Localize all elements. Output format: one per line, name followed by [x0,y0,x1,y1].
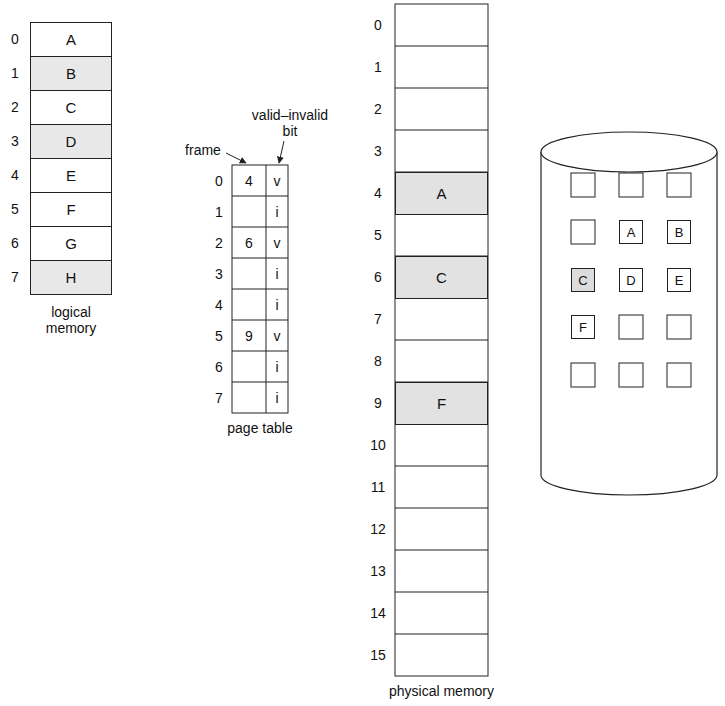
frame-index: 1 [374,59,382,75]
page-letter: E [675,273,684,288]
frame-index: 12 [370,521,386,537]
valid-bit: i [275,296,278,312]
table-index: 4 [215,296,223,312]
bit-pointer [279,141,284,163]
table-index: 6 [215,358,223,374]
frame-index: 0 [374,17,382,33]
page-letter: E [66,167,76,184]
page-letter: C [578,273,587,288]
caption-label: page table [227,420,292,436]
page-number: 0 [11,31,19,47]
table-index: 7 [215,389,223,405]
page-letter: B [675,225,684,240]
page-letter: A [66,31,76,48]
valid-bit: v [274,234,281,250]
page-number: 4 [11,167,19,183]
page-table-grid [232,165,288,413]
frame-index: 2 [374,101,382,117]
disk-page: E [667,268,691,292]
valid-bit: i [275,389,278,405]
frame-index: 5 [374,227,382,243]
page-letter: C [66,99,77,116]
logical-page: H [30,260,112,295]
physical-memory-frames [395,4,488,676]
page-number: 2 [11,99,19,115]
logical-page: B [30,56,112,91]
frame-index: 7 [374,311,382,327]
page-number: 5 [11,201,19,217]
frame-index: 10 [370,437,386,453]
disk-page: B [667,220,691,244]
valid-bit: i [275,358,278,374]
page-letter: F [66,201,75,218]
disk-page: F [571,315,595,339]
valid-bit: v [274,327,281,343]
page-letter: D [66,133,77,150]
page-letter: D [626,273,635,288]
page-letter: H [66,269,77,286]
page-letter: F [437,395,446,412]
frame-index: 14 [370,605,386,621]
frame-index: 13 [370,563,386,579]
frame-index: 11 [371,479,386,495]
logical-page: C [30,90,112,125]
valid-bit: i [275,265,278,281]
page-letter: B [66,65,76,82]
frame-number: 4 [245,172,253,188]
page-number: 3 [11,133,19,149]
page-letter: C [436,269,447,286]
caption-label: logical memory [36,304,106,336]
frame-index: 3 [374,143,382,159]
valid-bit: i [275,203,278,219]
physical-frame: F [395,382,488,425]
frame-index: 8 [374,353,382,369]
page-letter: G [65,235,77,252]
page-number: 7 [11,269,19,285]
frame-index: 9 [374,395,382,411]
frame-index: 6 [374,269,382,285]
disk-empty-slots [571,173,691,387]
page-number: 1 [11,65,19,81]
disk-page: D [619,268,643,292]
table-index: 2 [215,234,223,250]
physical-frame: C [395,256,488,299]
page-letter: A [627,225,636,240]
disk-page: C [571,268,595,292]
physical-frame: A [395,172,488,215]
logical-page: E [30,158,112,193]
frame-index: 15 [370,647,386,663]
page-letter: F [579,320,587,335]
frame-number: 9 [245,327,253,343]
table-index: 0 [215,172,223,188]
column-label: valid–invalid bit [249,107,331,139]
logical-page: A [30,22,112,57]
frame-index: 4 [374,185,382,201]
logical-page: G [30,226,112,261]
disk-page: A [619,220,643,244]
page-number: 6 [11,235,19,251]
logical-page: F [30,192,112,227]
logical-page: D [30,124,112,159]
page-letter: A [436,185,446,202]
table-index: 5 [215,327,223,343]
caption-label: physical memory [389,683,494,699]
frame-pointer [226,153,246,163]
table-index: 1 [215,203,223,219]
valid-bit: v [274,172,281,188]
table-index: 3 [215,265,223,281]
frame-number: 6 [245,234,253,250]
column-label: frame [185,142,221,158]
disk-cylinder [541,132,717,495]
